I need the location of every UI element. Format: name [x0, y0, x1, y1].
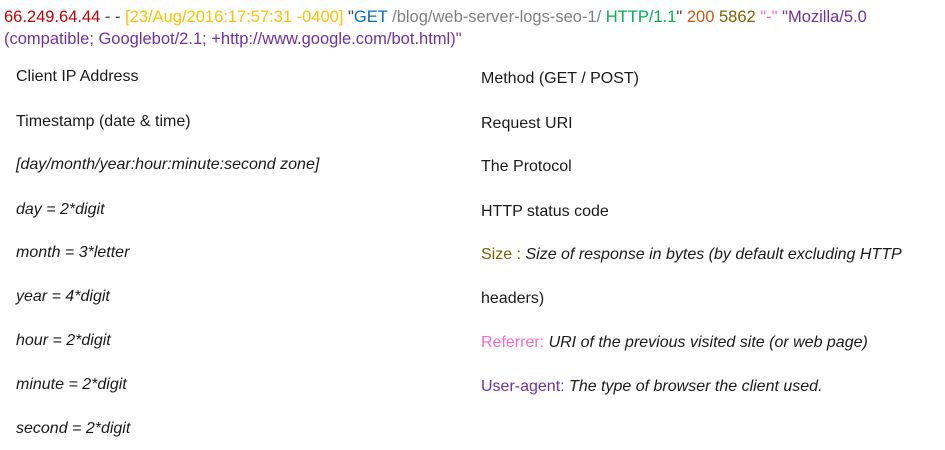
log-uri: /blog/web-server-logs-seo-1/ [387, 8, 606, 26]
size-desc: Size of response in bytes (by default ex… [521, 246, 902, 263]
log-quote-close: " [676, 8, 687, 26]
log-method: GET [353, 8, 388, 26]
referrer-desc: URI of the previous visited site (or web… [544, 334, 868, 351]
year-def: year = 4*digit [16, 288, 110, 305]
referrer-label: Referrer: [481, 334, 545, 351]
user-agent-row: User-agent: The type of browser the clie… [481, 377, 823, 397]
log-user-agent-2: (compatible; Googlebot/2.1; +http://www.… [4, 30, 462, 48]
size-desc-cont: headers) [481, 290, 545, 307]
log-quote-open: " [343, 8, 354, 26]
size-label: Size : [481, 246, 522, 263]
log-ip: 66.249.64.44 [4, 8, 101, 26]
protocol-label: The Protocol [481, 158, 572, 175]
log-dashes: - - [100, 8, 126, 26]
log-timestamp: [23/Aug/2016:17:57:31 -0400] [125, 8, 344, 26]
log-protocol: HTTP/1.1 [605, 8, 677, 26]
method-label: Method (GET / POST) [481, 70, 639, 87]
timestamp-format: [day/month/year:hour:minute:second zone] [16, 156, 320, 173]
log-status: 200 [686, 8, 715, 26]
size-row: Size : Size of response in bytes (by def… [481, 245, 902, 265]
log-user-agent-1: "Mozilla/5.0 [782, 8, 867, 26]
log-line-1: 66.249.64.44 - - [23/Aug/2016:17:57:31 -… [4, 6, 939, 28]
second-def: second = 2*digit [16, 420, 131, 437]
log-size: 5862 [718, 8, 756, 26]
request-uri-label: Request URI [481, 115, 573, 132]
hour-def: hour = 2*digit [16, 332, 111, 349]
status-label: HTTP status code [481, 203, 609, 220]
day-def: day = 2*digit [16, 201, 105, 218]
client-ip-label: Client IP Address [16, 68, 139, 85]
minute-def: minute = 2*digit [16, 376, 127, 393]
user-agent-label: User-agent: [481, 378, 565, 395]
log-entry: 66.249.64.44 - - [23/Aug/2016:17:57:31 -… [4, 6, 939, 50]
log-referrer: "-" [760, 8, 778, 26]
timestamp-label: Timestamp (date & time) [16, 113, 191, 130]
month-def: month = 3*letter [16, 244, 130, 261]
referrer-row: Referrer: URI of the previous visited si… [481, 333, 868, 353]
user-agent-desc: The type of browser the client used. [564, 378, 823, 395]
